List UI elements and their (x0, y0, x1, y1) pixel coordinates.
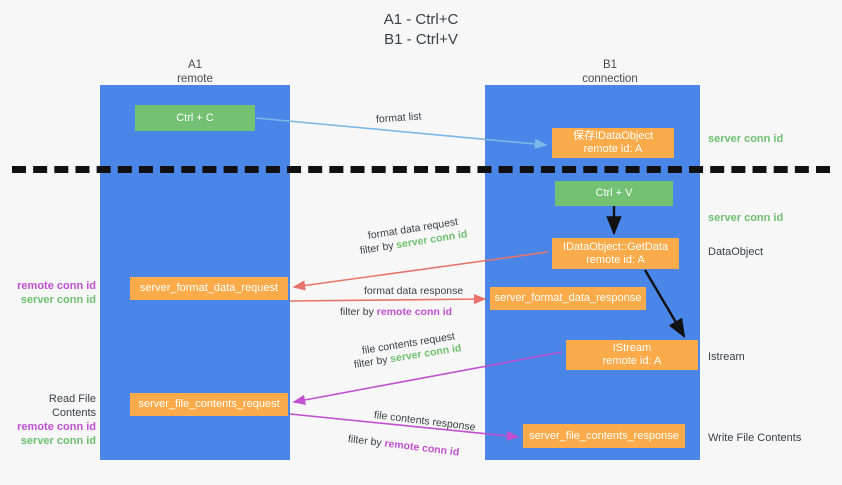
title-line-2: B1 - Ctrl+V (384, 31, 458, 48)
filter-key-remote-conn-id: remote conn id (383, 437, 460, 459)
side-label-conn-ids-upper: remote conn id server conn id (8, 279, 96, 307)
side-label-server-conn-id-top: server conn id (708, 133, 784, 145)
phase-divider (12, 166, 830, 173)
side-label-remote-conn-id-1: remote conn id (17, 280, 96, 292)
side-label-server-conn-id-1: server conn id (20, 294, 96, 306)
node-server-format-data-response[interactable]: server_format_data_response (490, 287, 646, 310)
node-ctrl-v[interactable]: Ctrl + V (555, 181, 673, 206)
node-ctrl-c-label: Ctrl + C (176, 111, 214, 124)
node-ctrl-v-label: Ctrl + V (595, 187, 633, 199)
column-a1-role: remote (177, 73, 213, 85)
arrow-label-format-data-response: format data response (364, 285, 464, 297)
arrow-label-file-contents-response: file contents response (373, 409, 477, 434)
node-istream-line1: IStream (612, 342, 652, 354)
side-label-server-conn-id-mid: server conn id (708, 212, 784, 224)
node-idataobject-line2: remote id: A (583, 143, 643, 155)
side-label-write-file-contents: Write File Contents (708, 432, 802, 444)
column-b1-name: B1 (602, 59, 618, 71)
filter-key-remote-conn-id: remote conn id (376, 306, 453, 318)
title-line-1: A1 - Ctrl+C (383, 11, 459, 28)
node-server-file-contents-request[interactable]: server_file_contents_request (130, 393, 288, 416)
filter-prefix: filter by (347, 433, 386, 450)
node-server-file-contents-response-label: server_file_contents_response (529, 429, 679, 442)
filter-prefix: filter by (340, 306, 377, 318)
node-getdata-line2: remote id: A (586, 253, 645, 266)
node-istream-line2: remote id: A (602, 355, 662, 367)
arrow-label-format-data-response-filter: filter by remote conn id (340, 305, 452, 319)
side-label-remote-conn-id-2: remote conn id (17, 421, 96, 433)
side-label-read-file-contents: Read File Contents (48, 393, 96, 419)
node-server-file-contents-request-label: server_file_contents_request (138, 398, 280, 410)
node-getdata-line1: IDataObject::GetData (562, 240, 669, 253)
node-server-format-data-request-label: server_format_data_request (139, 282, 279, 294)
arrow-label-format-list: format list (375, 110, 422, 126)
node-idataobject-getdata[interactable]: IDataObject::GetData remote id: A (552, 238, 679, 269)
node-ctrl-c[interactable]: Ctrl + C (135, 105, 255, 131)
side-label-read-file-contents-group: Read File Contents remote conn id server… (4, 392, 96, 448)
filter-prefix: filter by (353, 353, 392, 371)
node-idataobject[interactable]: 保存IDataObject remote id: A (552, 128, 674, 158)
column-header-a1: A1 remote (120, 58, 270, 86)
page-title: A1 - Ctrl+C B1 - Ctrl+V (0, 10, 842, 50)
node-server-format-data-request[interactable]: server_format_data_request (130, 277, 288, 300)
node-idataobject-line1: 保存IDataObject (572, 130, 654, 142)
filter-prefix: filter by (359, 239, 398, 257)
column-a1-name: A1 (187, 59, 203, 71)
node-server-format-data-response-label: server_format_data_response (494, 292, 642, 304)
arrow-label-file-contents-response-filter: filter by remote conn id (347, 432, 460, 460)
side-label-server-conn-id-2: server conn id (20, 435, 96, 447)
column-b1-role: connection (582, 73, 638, 85)
node-server-file-contents-response[interactable]: server_file_contents_response (523, 424, 685, 448)
side-label-istream: Istream (708, 351, 745, 363)
column-header-b1: B1 connection (510, 58, 710, 86)
side-label-dataobject: DataObject (708, 246, 764, 258)
arrow-format-data-response (289, 293, 487, 305)
node-istream[interactable]: IStream remote id: A (566, 340, 698, 370)
